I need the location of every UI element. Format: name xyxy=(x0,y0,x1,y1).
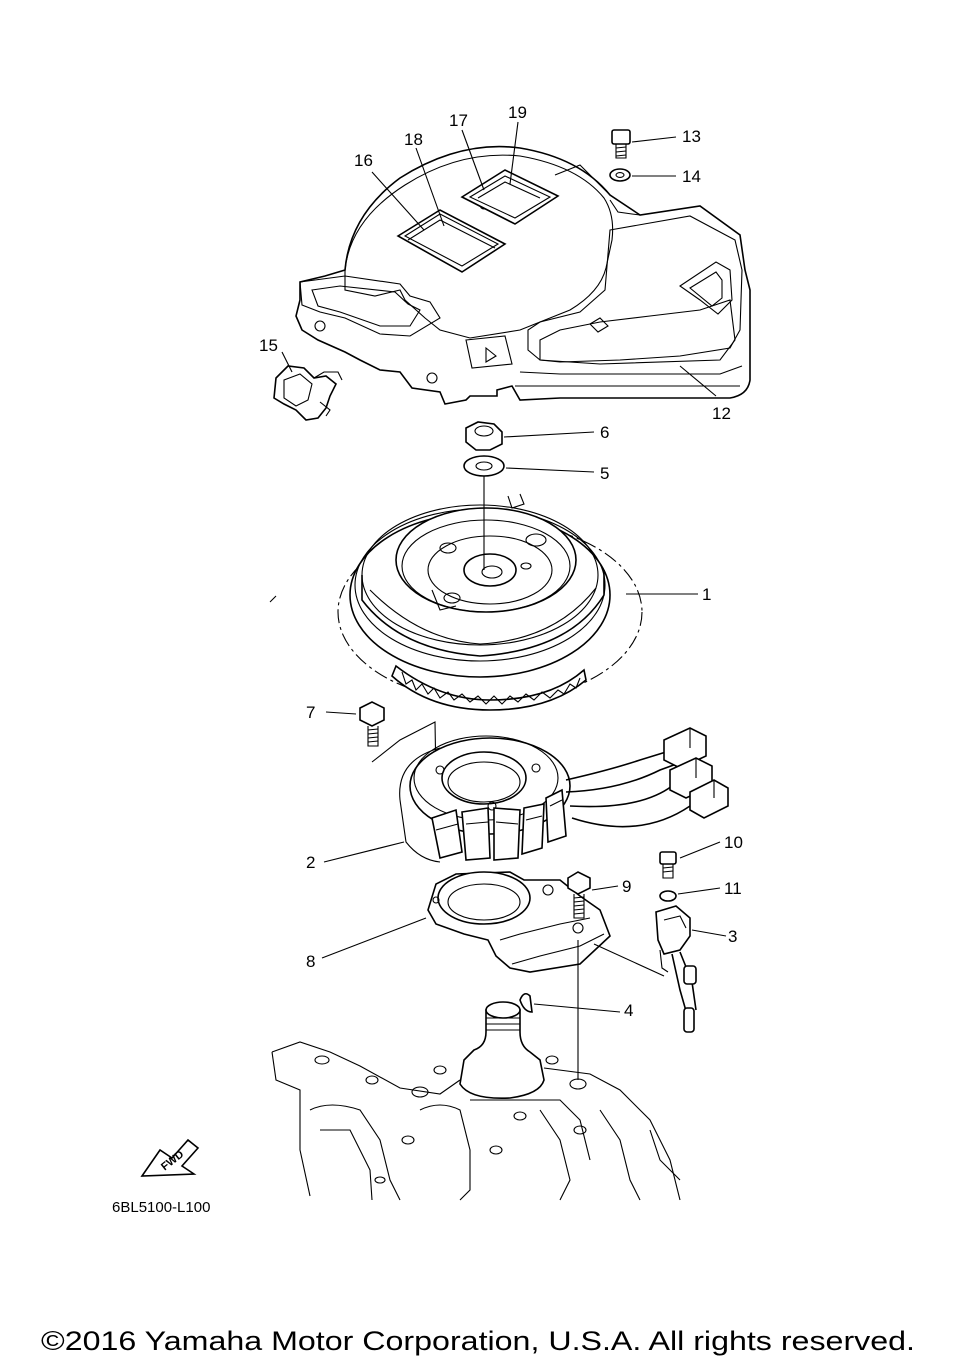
copyright-notice: ©2016 Yamaha Motor Corporation, U.S.A. A… xyxy=(41,1326,915,1356)
callout-2: 2 xyxy=(306,853,315,872)
callout-1: 1 xyxy=(702,585,711,604)
washer-14[interactable] xyxy=(609,168,631,182)
callout-18: 18 xyxy=(404,130,423,149)
leader-lines xyxy=(281,121,727,1013)
callout-7: 7 xyxy=(306,703,315,722)
callout-9: 9 xyxy=(622,877,631,896)
callout-12: 12 xyxy=(712,404,731,423)
callout-5: 5 xyxy=(600,464,609,483)
callout-4: 4 xyxy=(624,1001,633,1020)
pulser-coil[interactable] xyxy=(655,905,697,1033)
callout-10: 10 xyxy=(724,833,743,852)
drawing-code: 6BL5100-L100 xyxy=(112,1199,210,1216)
callout-3: 3 xyxy=(728,927,737,946)
fwd-arrow-icon: FWD xyxy=(140,1138,200,1177)
callout-labels: 1 2 3 4 5 6 7 8 9 10 11 12 13 14 15 16 1… xyxy=(259,103,743,1020)
callout-17: 17 xyxy=(449,111,468,130)
callout-14: 14 xyxy=(682,167,701,186)
flywheel-washer[interactable] xyxy=(463,455,505,477)
wire-clip[interactable] xyxy=(273,365,343,421)
callout-11: 11 xyxy=(724,879,742,898)
bolt-13[interactable] xyxy=(611,129,631,159)
engine-crankcase xyxy=(271,1001,681,1201)
flywheel-cover[interactable] xyxy=(295,145,751,405)
callout-16: 16 xyxy=(354,151,373,170)
flywheel-nut[interactable] xyxy=(465,421,503,451)
flywheel-magneto[interactable] xyxy=(269,493,643,711)
callout-19: 19 xyxy=(508,103,527,122)
woodruff-key[interactable] xyxy=(519,992,533,1013)
stator-coil[interactable] xyxy=(399,727,729,863)
bolt-7[interactable] xyxy=(359,701,385,747)
stator-base-plate[interactable] xyxy=(427,871,611,973)
washer-11[interactable] xyxy=(659,890,677,902)
bolt-10[interactable] xyxy=(659,851,677,879)
callout-13: 13 xyxy=(682,127,701,146)
bolt-9[interactable] xyxy=(567,871,591,919)
callout-6: 6 xyxy=(600,423,609,442)
callout-8: 8 xyxy=(306,952,315,971)
callout-15: 15 xyxy=(259,336,278,355)
